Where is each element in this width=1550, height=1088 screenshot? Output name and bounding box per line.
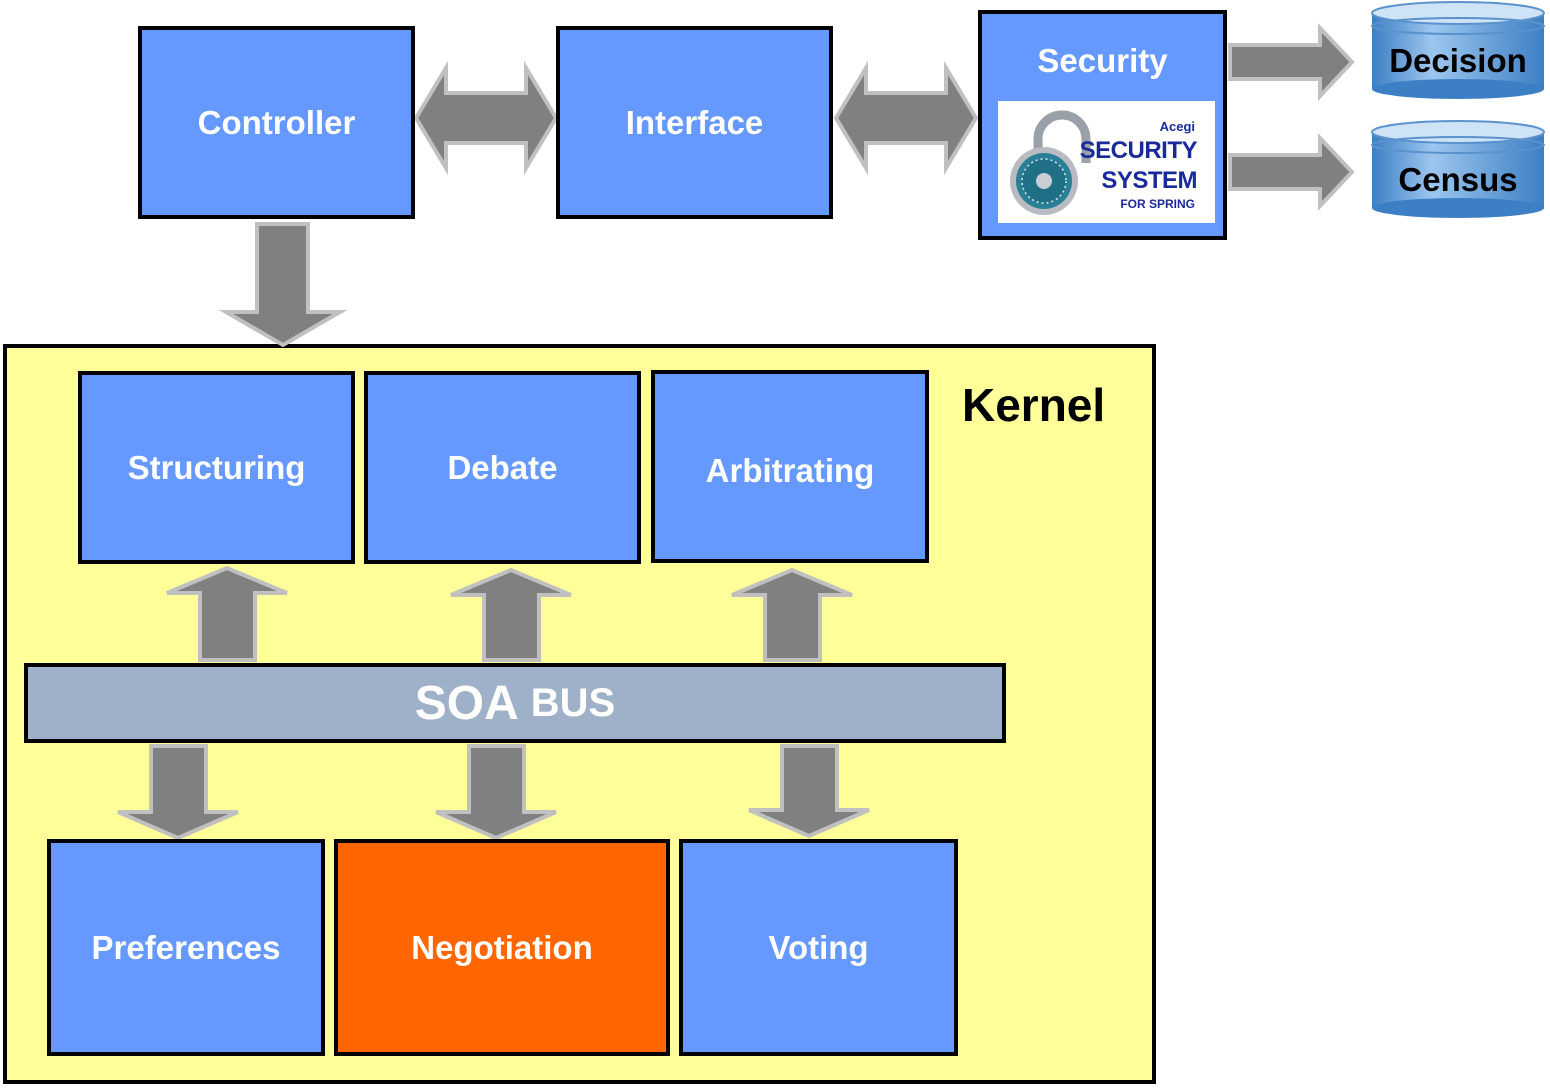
logo-line-security: SECURITY: [1079, 137, 1198, 164]
arrow-bus-negotiation: [435, 744, 557, 841]
voting-label: Voting: [768, 928, 869, 966]
debate-label: Debate: [447, 448, 558, 486]
soa-bus: SOA BUS: [24, 663, 1006, 743]
arrow-bus-structuring: [166, 565, 288, 662]
database-census-label: Census: [1398, 161, 1518, 198]
database-census: Census: [1372, 119, 1544, 219]
controller-label: Controller: [197, 103, 356, 141]
arrow-interface-security: [833, 60, 979, 176]
preferences-label: Preferences: [91, 928, 281, 966]
preferences-box: Preferences: [47, 839, 325, 1056]
soa-bus-label-bus: BUS: [530, 680, 616, 725]
structuring-label: Structuring: [127, 448, 306, 486]
database-census-icon: [1371, 120, 1545, 218]
voting-box: Voting: [679, 839, 958, 1056]
database-decision: Decision: [1372, 0, 1544, 100]
debate-box: Debate: [364, 371, 641, 564]
arrow-controller-kernel: [218, 222, 348, 348]
arbitrating-label: Arbitrating: [705, 452, 875, 489]
interface-label: Interface: [625, 103, 764, 141]
interface-box: Interface: [556, 26, 833, 219]
negotiation-label: Negotiation: [411, 928, 593, 966]
security-label: Security: [1037, 42, 1168, 79]
arrow-security-decision: [1228, 22, 1355, 102]
kernel-title: Kernel: [962, 379, 1106, 431]
soa-bus-label-soa: SOA: [414, 676, 519, 730]
database-decision-icon: [1371, 1, 1545, 99]
arrow-bus-arbitrating: [731, 567, 853, 662]
arrow-controller-interface: [413, 60, 559, 176]
logo-line-system: SYSTEM: [1101, 167, 1197, 194]
arrow-security-census: [1228, 132, 1355, 212]
database-decision-label: Decision: [1389, 42, 1527, 79]
arrow-bus-preferences: [117, 744, 239, 841]
negotiation-box: Negotiation: [334, 839, 670, 1056]
structuring-box: Structuring: [78, 371, 355, 564]
acegi-logo: Acegi SECURITY SYSTEM FOR SPRING: [998, 101, 1215, 223]
padlock-icon: [1010, 110, 1091, 215]
logo-line-acegi: Acegi: [1159, 119, 1195, 134]
logo-line-for-spring: FOR SPRING: [1120, 197, 1195, 211]
arrow-bus-debate: [450, 567, 572, 662]
controller-box: Controller: [138, 26, 415, 219]
arbitrating-box: Arbitrating: [651, 370, 929, 563]
arrow-bus-voting: [748, 744, 870, 839]
